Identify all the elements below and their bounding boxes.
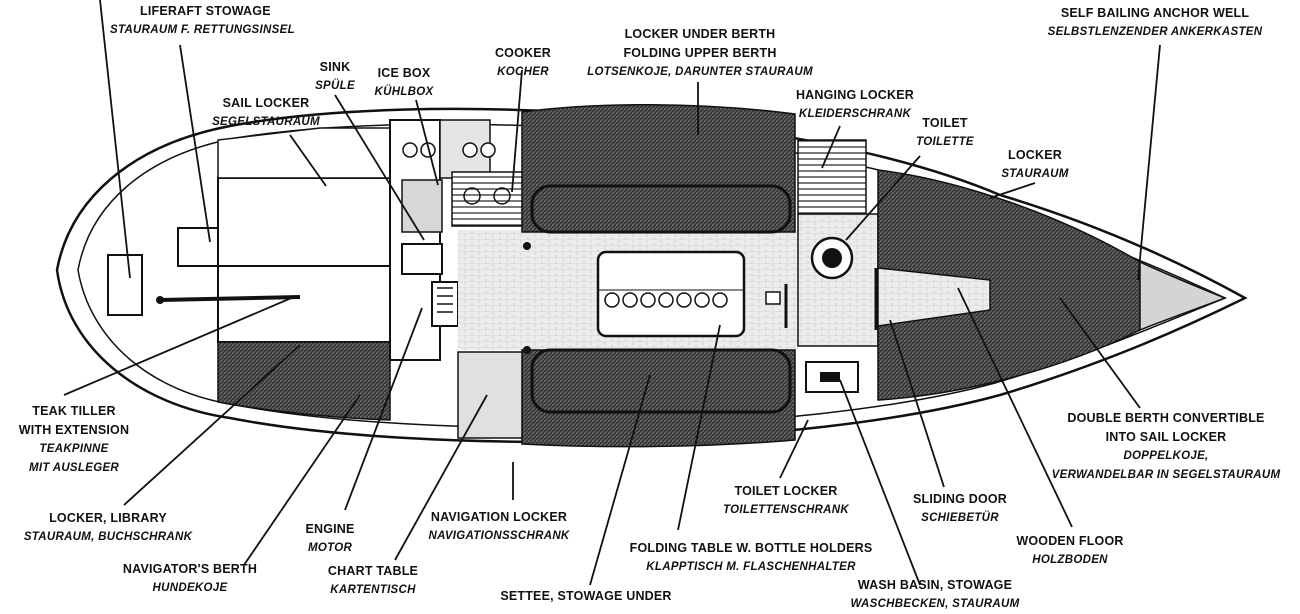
label-navigators-berth: NAVIGATOR'S BERTH HUNDEKOJE — [122, 562, 258, 594]
settee-lower — [521, 349, 796, 448]
bottle-holders — [604, 292, 728, 308]
forward-floor — [877, 267, 991, 327]
yacht-layout-diagram — [55, 0, 1248, 586]
sink-unit — [401, 179, 443, 233]
label-navigation-locker: NAVIGATION LOCKER NAVIGATIONSSCHRANK — [428, 510, 570, 542]
label-sliding-door: SLIDING DOOR SCHIEBETÜR — [912, 492, 1008, 524]
label-sail-locker: SAIL LOCKER SEGELSTAURAUM — [212, 96, 320, 128]
label-folding-table: FOLDING TABLE W. BOTTLE HOLDERS KLAPPTIS… — [629, 541, 873, 573]
label-sink: SINK SPÜLE — [315, 60, 355, 92]
cockpit-seat — [217, 177, 391, 267]
label-locker-bow: LOCKER STAURAUM — [1001, 148, 1069, 180]
label-liferaft-stowage: LIFERAFT STOWAGE STAURAUM F. RETTUNGSINS… — [110, 4, 295, 36]
label-wash-basin: WASH BASIN, STOWAGE WASCHBECKEN, STAURAU… — [850, 578, 1020, 610]
chart-table — [457, 351, 523, 439]
label-hanging-locker: HANGING LOCKER KLEIDERSCHRANK — [795, 88, 915, 120]
label-double-berth: DOUBLE BERTH CONVERTIBLE INTO SAIL LOCKE… — [1051, 411, 1281, 481]
label-toilet-locker: TOILET LOCKER TOILETTENSCHRANK — [723, 484, 849, 516]
anchor-well — [1139, 260, 1228, 332]
settee-upper — [521, 103, 796, 233]
label-locker-library: LOCKER, LIBRARY STAURAUM, BUCHSCHRANK — [23, 511, 193, 543]
label-ice-box: ICE BOX KÜHLBOX — [374, 66, 434, 98]
label-anchor-well: SELF BAILING ANCHOR WELL SELBSTLENZENDER… — [1047, 6, 1263, 38]
label-engine: ENGINE MOTOR — [305, 522, 355, 554]
settee-upper-cushion — [530, 184, 792, 234]
cockpit-floor — [217, 265, 391, 343]
liferaft-box — [177, 227, 219, 267]
label-teak-tiller: TEAK TILLER WITH EXTENSION TEAKPINNE MIT… — [18, 404, 130, 474]
label-toilet: TOILET TOILETTE — [916, 116, 974, 148]
label-cooker: COOKER KOCHER — [494, 46, 552, 78]
aft-locker-top — [217, 127, 391, 179]
label-settee: SETTEE, STOWAGE UNDER — [500, 589, 672, 603]
navigators-berth-block — [217, 341, 391, 421]
head-floor — [797, 213, 879, 347]
label-wooden-floor: WOODEN FLOOR HOLZBODEN — [1016, 534, 1124, 566]
folding-table — [596, 250, 746, 338]
stern-hatch — [107, 254, 143, 316]
label-chart-table: CHART TABLE KARTENTISCH — [327, 564, 419, 596]
sink-basin — [401, 243, 443, 275]
hanging-locker — [797, 139, 867, 215]
label-locker-under-berth: LOCKER UNDER BERTH FOLDING UPPER BERTH L… — [587, 27, 813, 78]
settee-lower-cushion — [530, 348, 792, 414]
